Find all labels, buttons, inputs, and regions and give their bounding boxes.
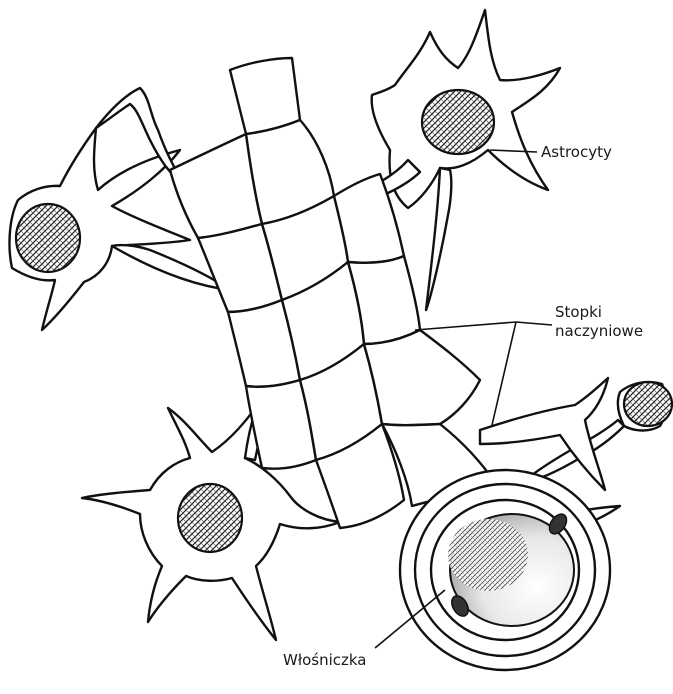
vessel-segment-12 <box>364 330 480 425</box>
vessel-lumen-hatch <box>448 519 528 591</box>
nucleus-right-edge <box>624 382 672 426</box>
label-endfeet-line1: Stopki <box>555 303 643 322</box>
label-astrocytes: Astrocyty <box>541 143 612 162</box>
nucleus-left <box>16 204 80 272</box>
nucleus-bottom-left <box>178 484 242 552</box>
label-capillary: Włośniczka <box>283 651 367 670</box>
label-endfeet-line2: naczyniowe <box>555 322 643 341</box>
label-vascular-endfeet: Stopki naczyniowe <box>555 303 643 341</box>
capillary-cross-section <box>400 470 610 670</box>
vessel-segment-1 <box>230 58 300 134</box>
astrocyte-top-right-arm-down <box>426 168 451 310</box>
vessel-segment-3 <box>170 134 262 238</box>
nucleus-top-right <box>422 90 494 154</box>
